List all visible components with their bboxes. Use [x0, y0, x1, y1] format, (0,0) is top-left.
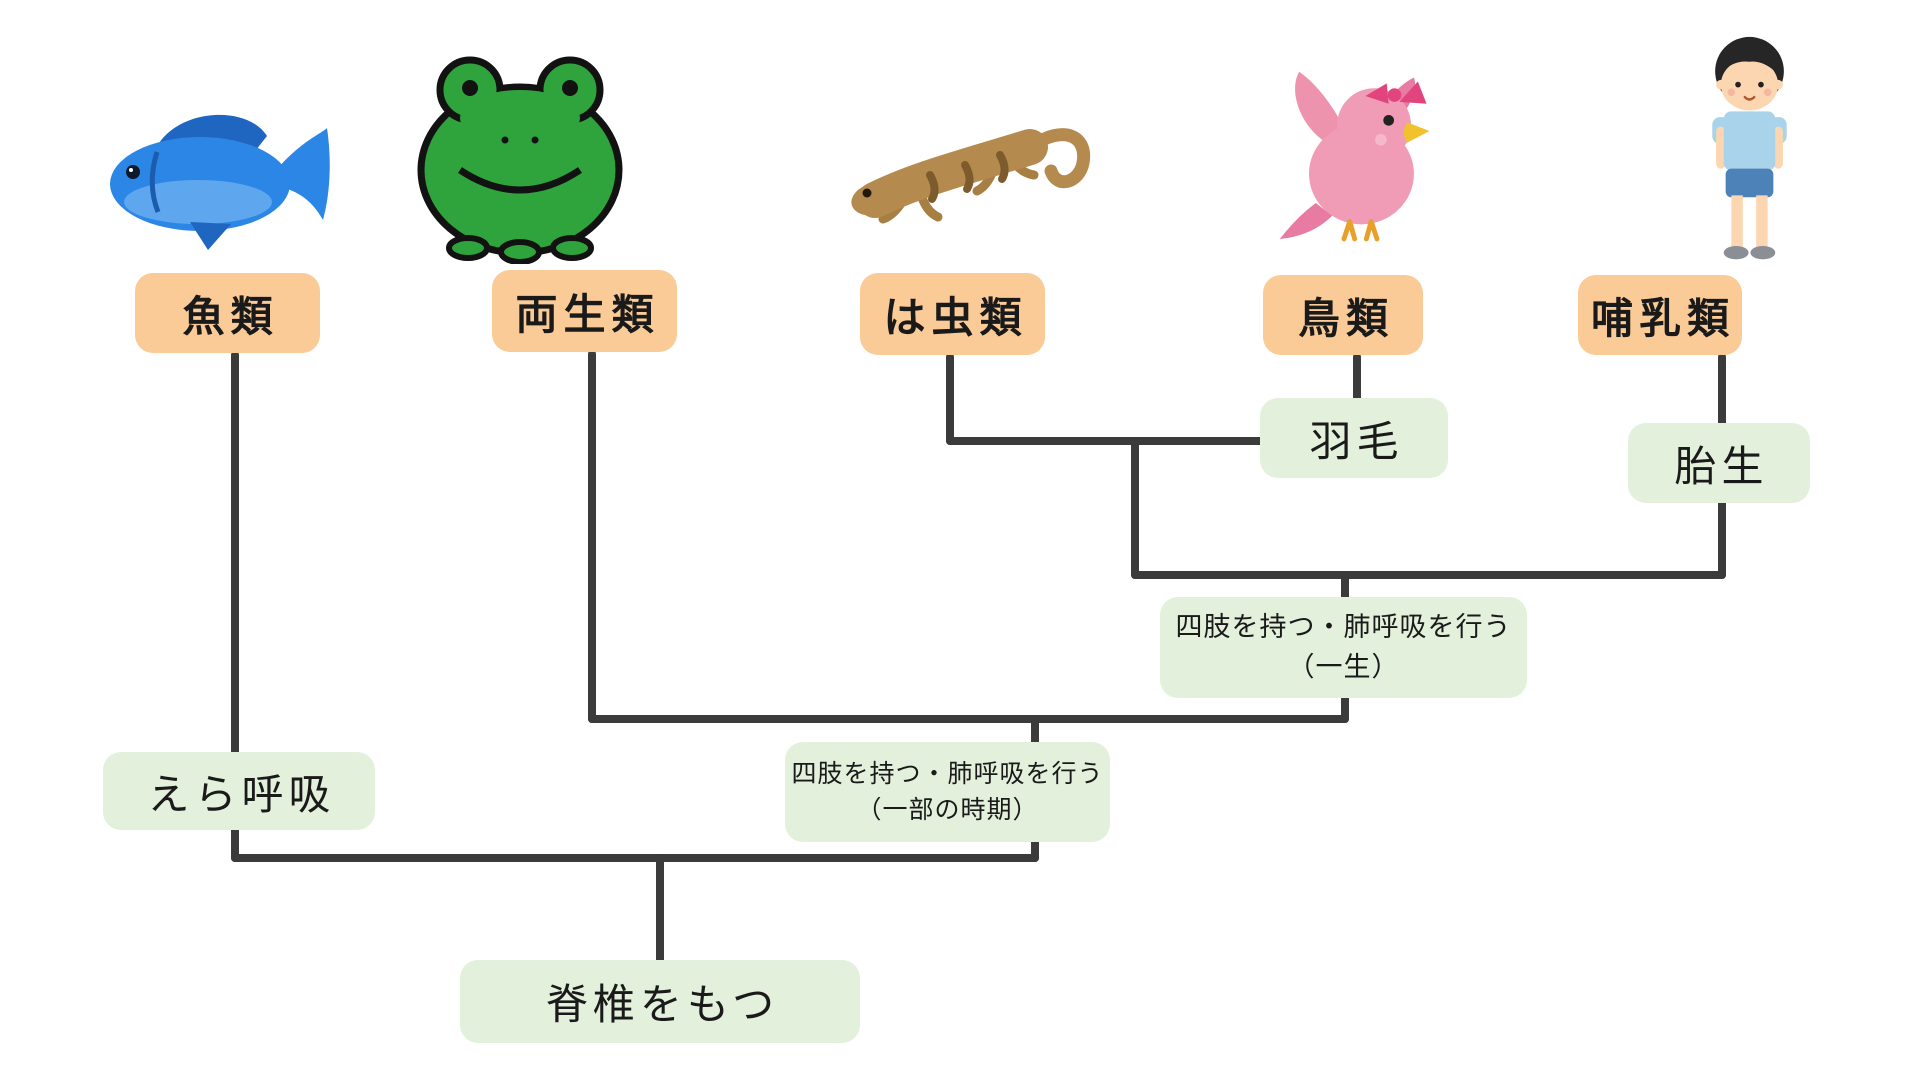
trait-box-viviparity: 胎生	[1628, 423, 1810, 503]
trait-box-tetrapod-lungs-lifelong: 四肢を持つ・肺呼吸を行う （一生）	[1160, 597, 1527, 698]
frog-icon	[417, 56, 623, 264]
taxon-box-mammal: 哺乳類	[1578, 275, 1742, 355]
gecko-icon	[851, 128, 1091, 224]
trait-line2: （一生）	[1287, 651, 1400, 683]
taxon-box-reptile: は虫類	[860, 273, 1045, 355]
trait-box-tetrapod-lungs-partial: 四肢を持つ・肺呼吸を行う （一部の時期）	[785, 742, 1110, 842]
trait-line1: 四肢を持つ・肺呼吸を行う	[1175, 612, 1512, 644]
bird-icon	[1279, 71, 1430, 242]
trait-box-feathers: 羽毛	[1260, 398, 1448, 478]
trait-box-vertebrate: 脊椎をもつ	[460, 960, 860, 1043]
taxon-box-amphibian: 両生類	[492, 270, 677, 352]
taxon-box-fish: 魚類	[135, 273, 320, 353]
trait-box-gill-breathing: えら呼吸	[103, 752, 375, 830]
trait-line2: （一部の時期）	[856, 795, 1039, 824]
trait-line1: 四肢を持つ・肺呼吸を行う	[791, 758, 1104, 788]
taxon-box-bird: 鳥類	[1263, 275, 1423, 355]
fish-icon	[110, 114, 330, 250]
boy-icon	[1712, 36, 1787, 260]
